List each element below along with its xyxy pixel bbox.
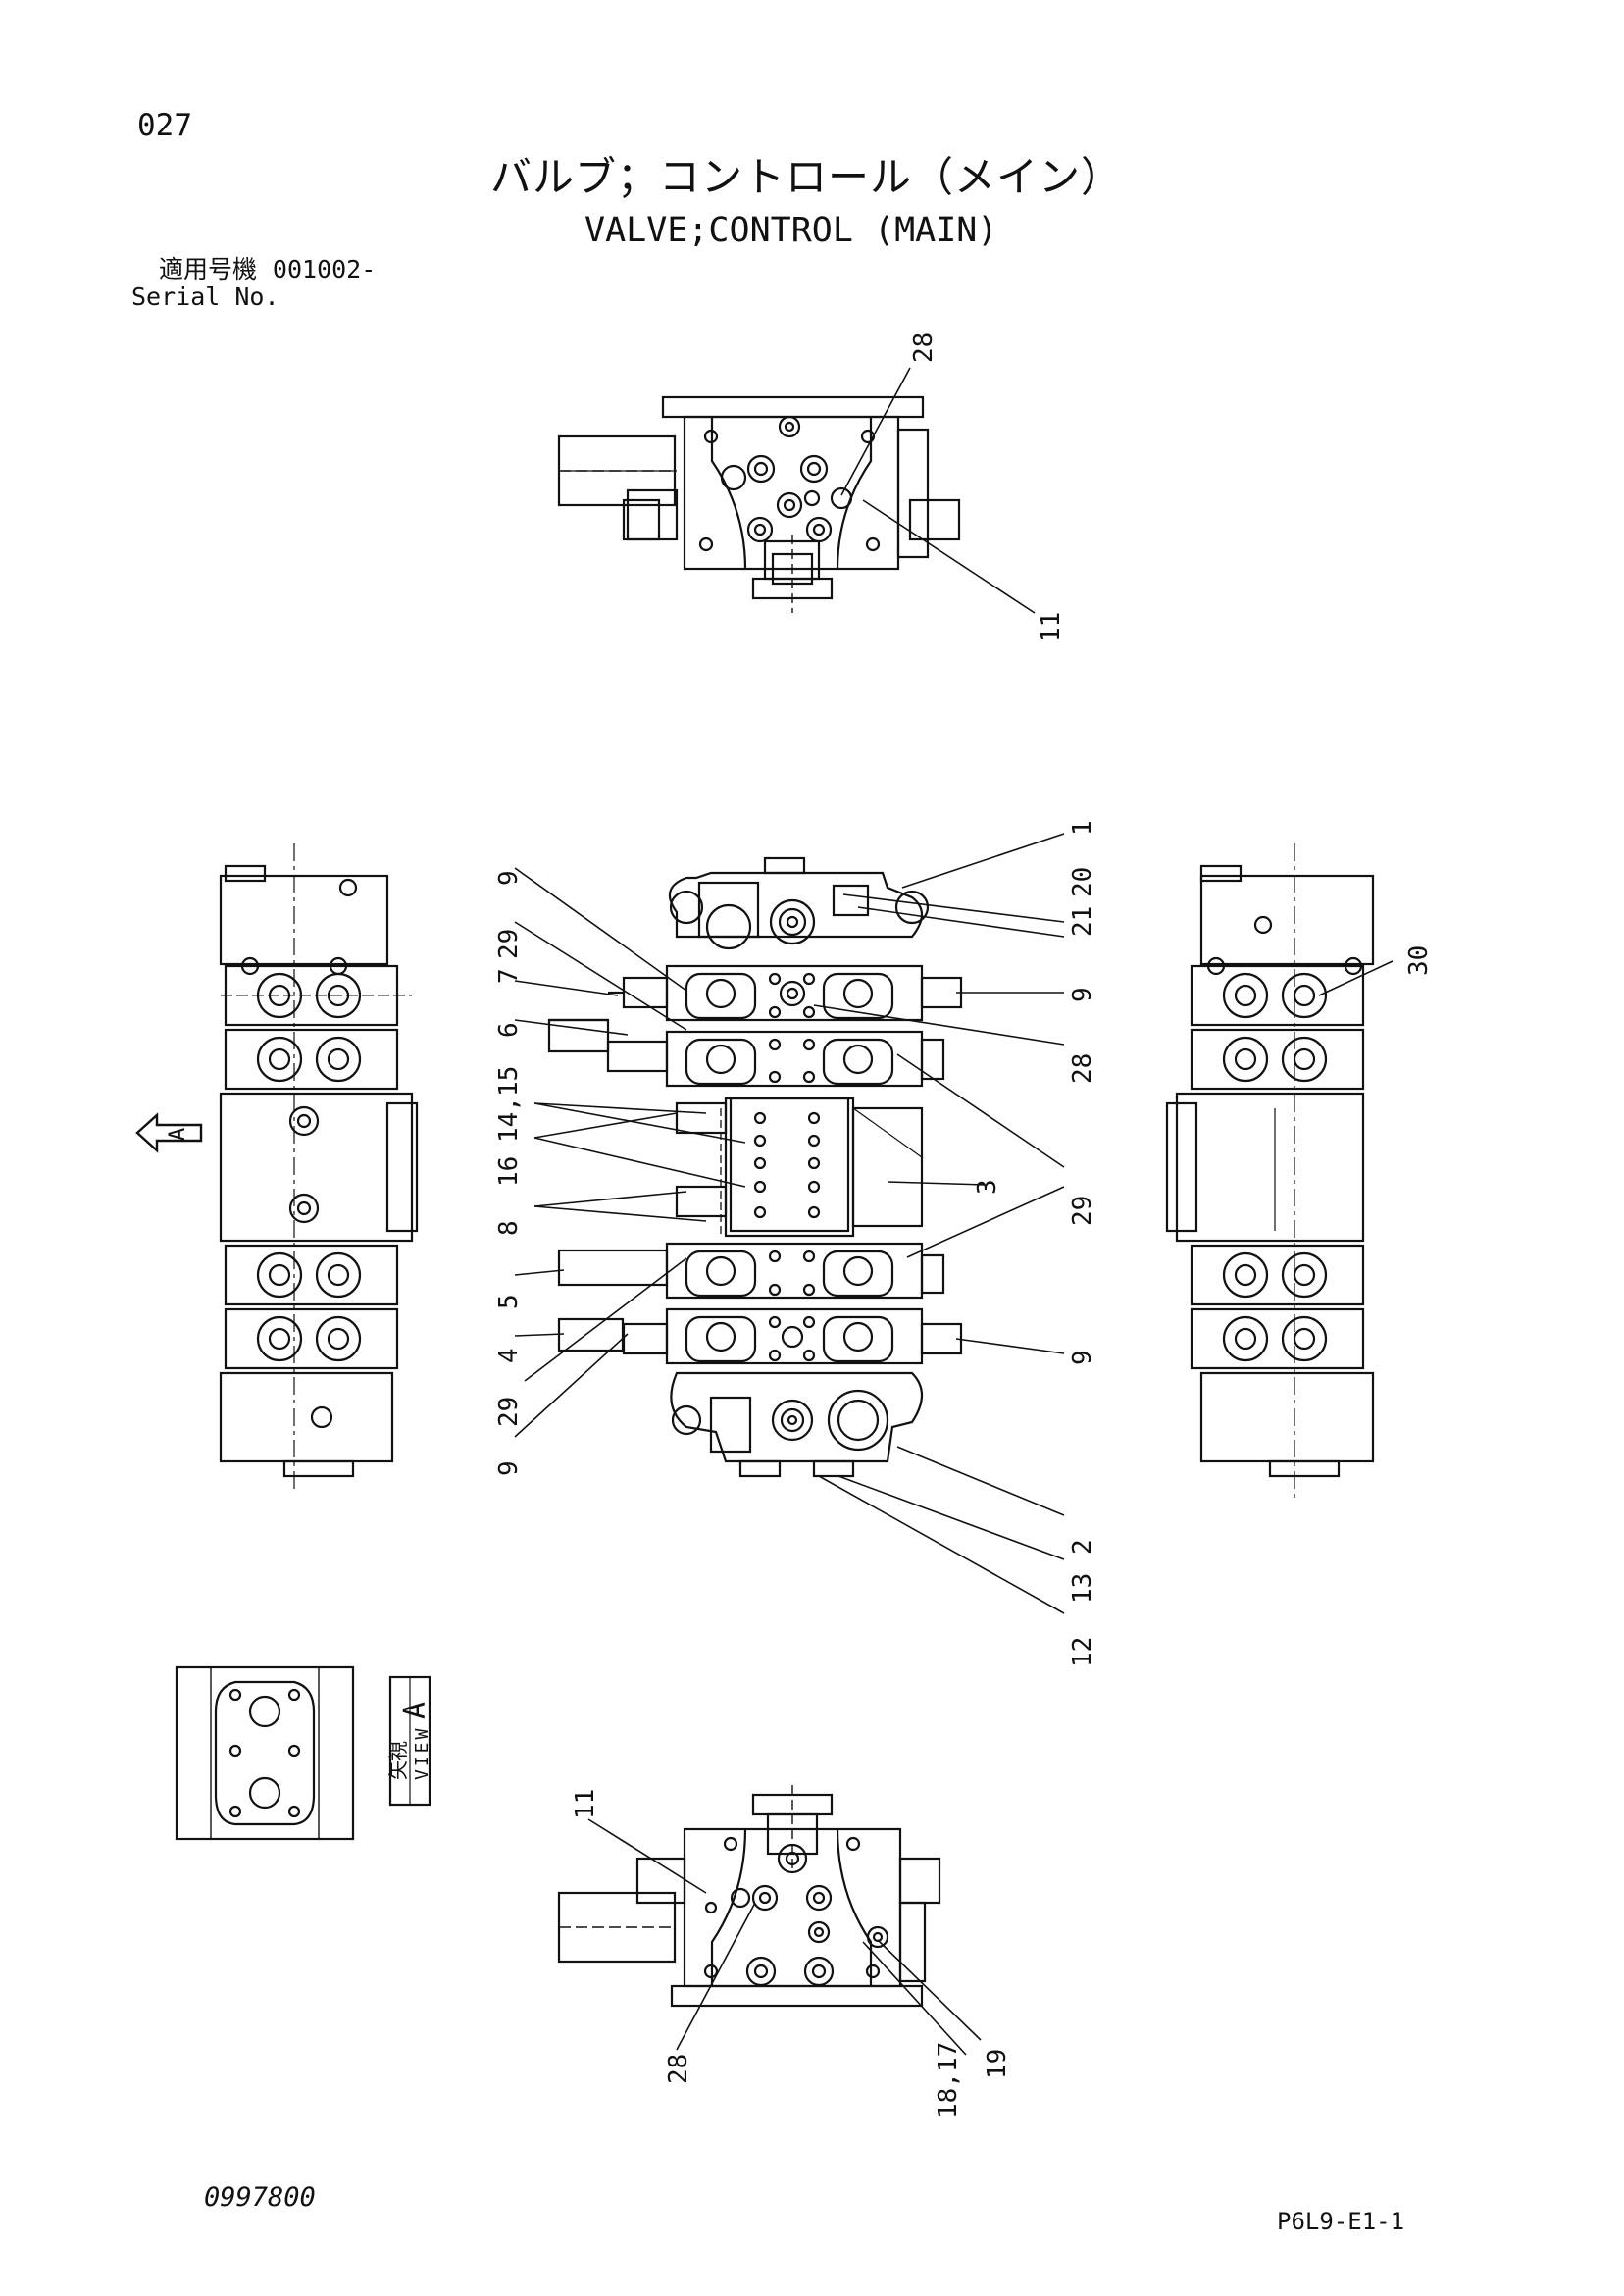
top-view	[557, 395, 961, 613]
page-number: 027	[137, 108, 192, 143]
callout-main-l-16: 16	[494, 1156, 524, 1187]
callout-main-l-5: 5	[494, 1294, 524, 1309]
callout-main-r-2: 2	[1068, 1539, 1097, 1555]
callout-main-r-1: 1	[1068, 820, 1097, 836]
callout-top-28: 28	[909, 332, 939, 363]
main-view	[547, 856, 963, 1478]
callout-numbers: 28 11 1 21 20 9 28 3 29 9 2 13 12 9 29 7…	[494, 332, 1434, 2118]
serial-label-en: Serial No.	[131, 282, 279, 311]
view-label-jp: 矢視	[386, 1741, 410, 1780]
callout-main-l-29b: 29	[494, 1397, 524, 1427]
callout-top-11: 11	[1037, 612, 1066, 642]
title-english: VALVE;CONTROL (MAIN)	[584, 211, 998, 250]
callout-main-r-9b: 9	[1068, 1350, 1097, 1365]
view-a-arrow: A	[135, 1112, 203, 1153]
serial-label-jp: 適用号機	[159, 255, 258, 283]
callout-main-l-7: 7	[494, 968, 524, 984]
bottom-view	[557, 1785, 941, 2008]
callout-right-30: 30	[1404, 945, 1434, 976]
serial-value: 001002-	[272, 255, 377, 283]
callout-bottom-28: 28	[664, 2054, 693, 2084]
callout-main-l-6: 6	[494, 1022, 524, 1038]
callout-main-r-28: 28	[1068, 1053, 1097, 1084]
callout-main-l-4: 4	[494, 1348, 524, 1363]
view-label-en: VIEW	[412, 1726, 432, 1780]
callout-main-r-13: 13	[1068, 1573, 1097, 1604]
document-id: 0997800	[204, 2182, 316, 2213]
serial-row: 適用号機 001002-	[159, 257, 376, 281]
leader-lines	[514, 367, 1394, 2056]
callout-main-r-20: 20	[1068, 867, 1097, 897]
callout-main-l-8: 8	[494, 1220, 524, 1236]
callout-bottom-18-17: 18,17	[934, 2042, 963, 2118]
view-letter: A	[398, 1702, 432, 1719]
callout-main-l-14-15: 14,15	[494, 1066, 524, 1143]
callout-main-r-9a: 9	[1068, 987, 1097, 1002]
right-view	[1165, 843, 1375, 1501]
title-japanese: バルブ；コントロール（メイン）	[490, 153, 1124, 201]
callout-main-r-29: 29	[1068, 1196, 1097, 1226]
callout-main-l-29a: 29	[494, 929, 524, 959]
callout-main-r-21: 21	[1068, 906, 1097, 937]
callout-bottom-19: 19	[983, 2049, 1012, 2079]
callout-main-r-3: 3	[973, 1179, 1002, 1195]
left-view	[219, 843, 419, 1491]
callout-main-l-9a: 9	[494, 870, 524, 886]
view-arrow-letter: A	[166, 1128, 190, 1141]
figure-code: P6L9-E1-1	[1277, 2208, 1405, 2235]
view-a-detail: 矢視 VIEW A	[175, 1665, 432, 1841]
callout-main-l-9b: 9	[494, 1460, 524, 1476]
callout-main-r-12: 12	[1068, 1637, 1097, 1667]
callout-bottom-11: 11	[571, 1789, 600, 1819]
